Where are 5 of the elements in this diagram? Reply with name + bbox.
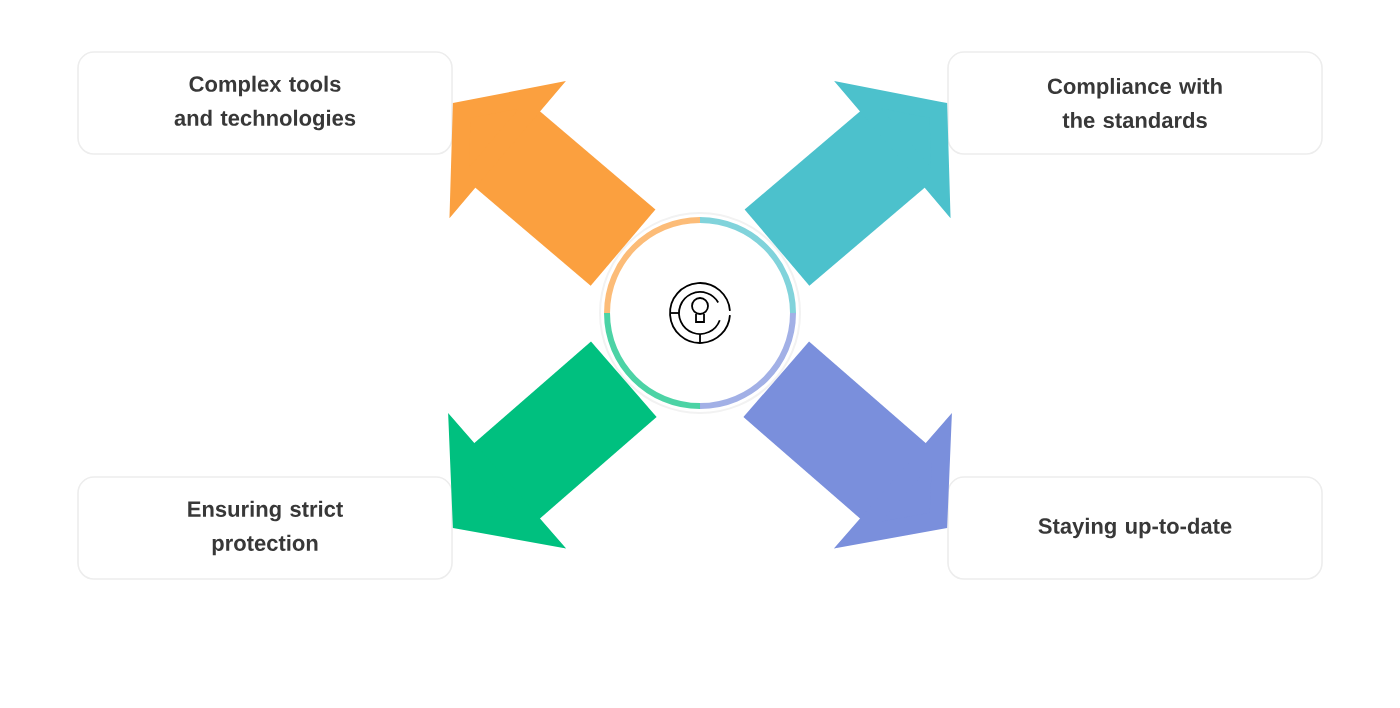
text-box: Complex tools and technologies xyxy=(77,51,453,155)
text-box: Staying up-to-date xyxy=(947,476,1323,580)
text-box: Ensuring strict protection xyxy=(77,476,453,580)
center-circle xyxy=(599,212,801,414)
text-box: Compliance with the standards xyxy=(947,51,1323,155)
